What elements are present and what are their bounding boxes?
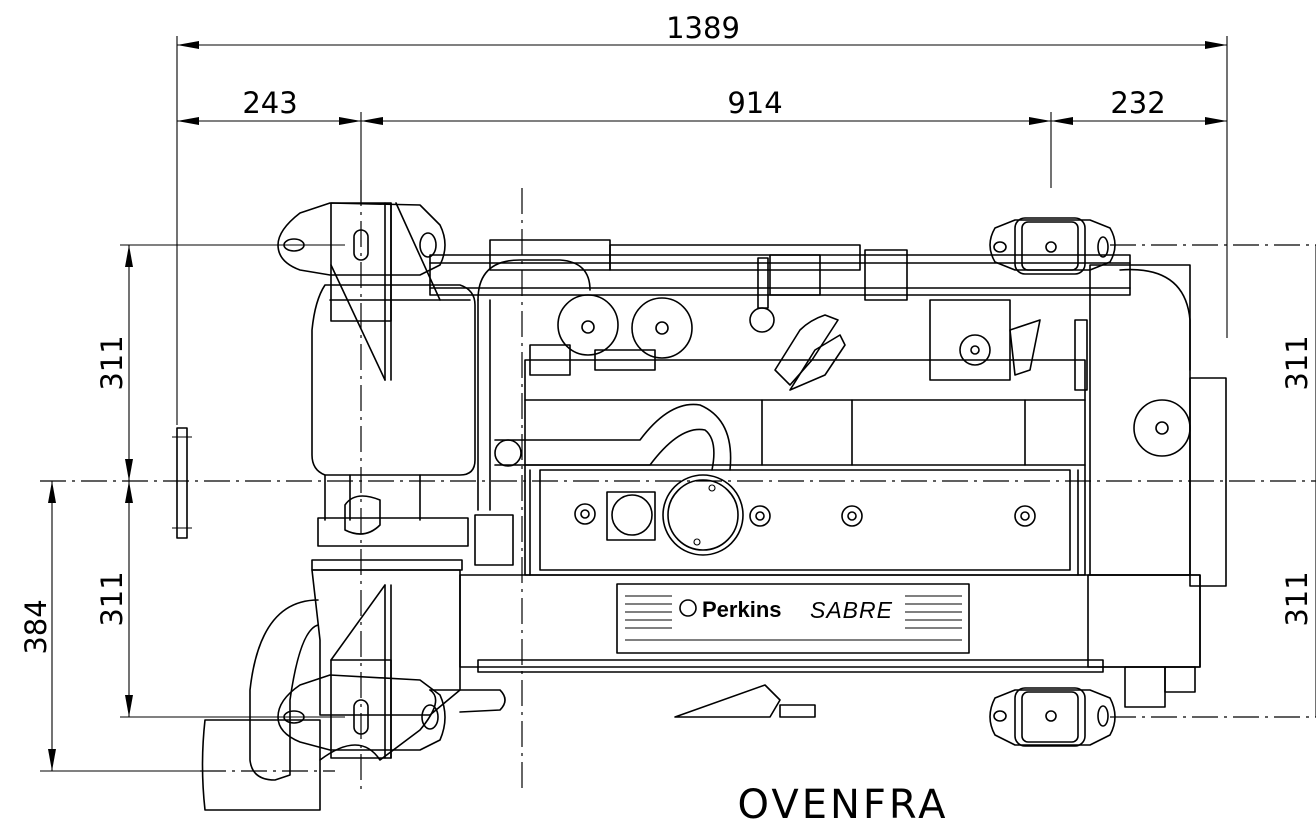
dimension-labels: 1389 243 914 232 311 311 384 311 311 bbox=[19, 11, 1314, 655]
dim-rear-offset: 232 bbox=[1110, 86, 1165, 120]
dim-upper-half-right: 311 bbox=[1280, 335, 1314, 390]
sump: Perkins SABRE bbox=[459, 574, 1201, 718]
dim-overall-width-left: 384 bbox=[19, 599, 53, 654]
water-pipe bbox=[477, 259, 732, 511]
dim-upper-half-left: 311 bbox=[95, 335, 129, 390]
dim-lower-half-right: 311 bbox=[1280, 571, 1314, 626]
exhaust-elbow bbox=[201, 495, 514, 811]
brand-label: Perkins bbox=[702, 597, 782, 622]
intake-hose bbox=[774, 314, 846, 391]
model-label: SABRE bbox=[810, 597, 893, 623]
drawing-title: OVENFRA bbox=[738, 782, 949, 828]
rear-mount-bottom bbox=[989, 687, 1116, 747]
dim-front-offset: 243 bbox=[242, 86, 297, 120]
engine-block bbox=[524, 359, 1086, 576]
dim-overall-length: 1389 bbox=[666, 11, 740, 45]
cover-bosses bbox=[574, 474, 1036, 556]
rear-accessories bbox=[929, 264, 1227, 708]
dimension-lines bbox=[40, 36, 1316, 772]
top-manifold bbox=[429, 239, 1131, 309]
dim-lower-half-left: 311 bbox=[95, 571, 129, 626]
front-pulley-plate bbox=[172, 427, 192, 539]
perkins-logo: Perkins SABRE bbox=[679, 597, 893, 623]
dim-mount-spacing: 914 bbox=[727, 86, 782, 120]
front-mount-top bbox=[277, 202, 446, 381]
filters bbox=[529, 294, 775, 376]
heat-exchanger bbox=[311, 284, 476, 521]
